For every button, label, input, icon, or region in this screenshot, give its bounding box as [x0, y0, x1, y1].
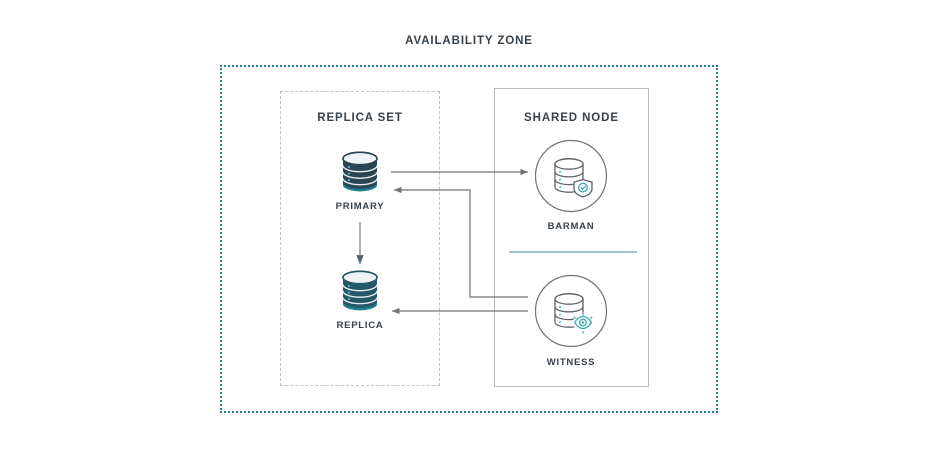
witness-node-label: WITNESS [546, 357, 596, 368]
replica-set-title: REPLICA SET [317, 112, 403, 124]
shared-node-title: SHARED NODE [524, 112, 619, 124]
database-eye-icon [534, 274, 608, 348]
database-cylinder-icon [342, 270, 378, 311]
replica-set-group [280, 91, 440, 386]
primary-node-label: PRIMARY [335, 201, 385, 212]
barman-node-label: BARMAN [547, 221, 595, 232]
shared-node-divider [509, 251, 637, 253]
page-title: AVAILABILITY ZONE [405, 35, 533, 47]
replica-node-label: REPLICA [336, 320, 384, 331]
availability-zone-boundary [220, 65, 718, 413]
database-shield-icon [534, 139, 608, 213]
database-cylinder-icon [342, 151, 378, 192]
